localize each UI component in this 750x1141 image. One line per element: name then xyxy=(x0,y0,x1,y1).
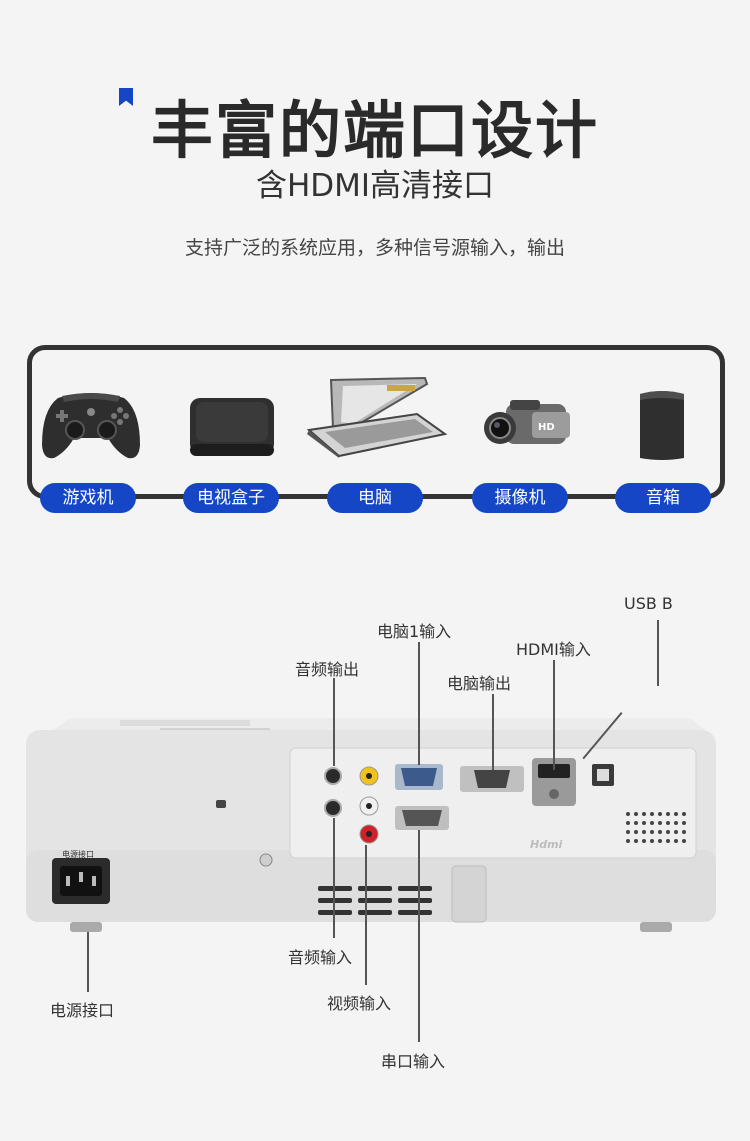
device-label-computer: 电脑 xyxy=(327,483,423,513)
callout-line-serial-in xyxy=(418,830,420,1042)
callout-line-computer-out xyxy=(492,694,494,770)
hdmi-logo-marking: Hdmi xyxy=(530,838,563,851)
callout-line-power xyxy=(87,932,89,992)
page-subtitle: 含HDMI高清接口 xyxy=(255,168,495,204)
port-label-video-in: 视频输入 xyxy=(327,994,392,1013)
camcorder-icon: HD xyxy=(484,400,570,444)
port-label-serial-in: 串口输入 xyxy=(381,1052,446,1071)
port-label-audio-out: 音频输出 xyxy=(295,660,360,679)
device-label-game-console: 游戏机 xyxy=(40,483,136,513)
device-label-tv-box: 电视盒子 xyxy=(183,483,279,513)
port-label-usb-b: USB B xyxy=(624,594,673,613)
page-tagline: 支持广泛的系统应用，多种信号源输入，输出 xyxy=(184,237,565,259)
svg-text:HD: HD xyxy=(538,422,555,433)
callout-line-video-in xyxy=(365,845,367,985)
port-label-computer1-in: 电脑1输入 xyxy=(377,622,452,641)
projector-rear-panel xyxy=(26,718,716,932)
callout-line-audio-in xyxy=(333,818,335,938)
callout-line-computer1-in xyxy=(418,642,420,765)
callout-line-audio-out xyxy=(333,678,335,766)
speaker-icon xyxy=(640,391,684,460)
port-label-computer-out: 电脑输出 xyxy=(447,674,512,693)
callout-line-usb-b xyxy=(657,620,659,686)
port-label-hdmi-in: HDMI输入 xyxy=(516,640,591,659)
title-accent-mark xyxy=(119,88,133,106)
device-label-speaker: 音箱 xyxy=(615,483,711,513)
callout-line-hdmi-in xyxy=(553,660,555,770)
laptop-icon xyxy=(306,376,447,458)
gamepad-icon xyxy=(42,393,140,459)
port-label-audio-in: 音频输入 xyxy=(288,948,353,967)
page-title: 丰富的端口设计 xyxy=(150,94,599,167)
tv-box-icon xyxy=(190,398,274,456)
port-label-power: 电源接口 xyxy=(50,1001,115,1020)
device-label-camcorder: 摄像机 xyxy=(472,483,568,513)
power-socket-marking: 电源接口 xyxy=(62,850,94,859)
